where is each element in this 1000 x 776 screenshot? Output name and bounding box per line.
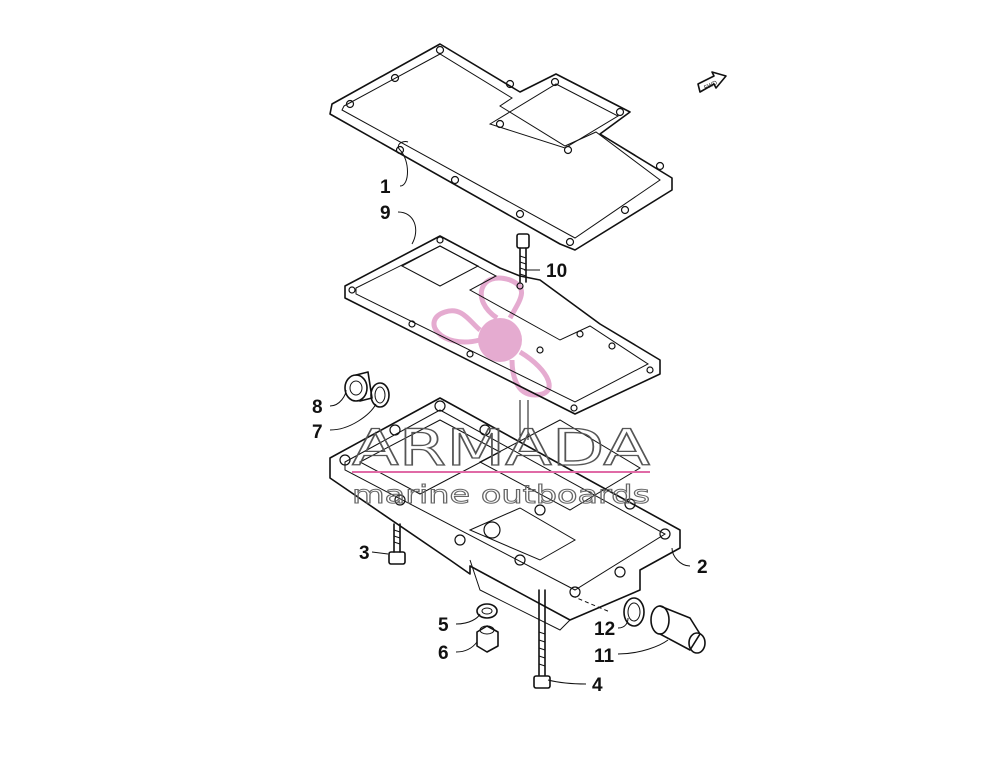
callout-8: 8 — [312, 397, 323, 418]
callout-3: 3 — [359, 543, 370, 564]
callout-4: 4 — [592, 675, 603, 696]
part-5-washer — [476, 603, 498, 619]
part-6-drain-plug — [476, 625, 499, 653]
part-7-o-ring — [370, 382, 390, 408]
callout-5: 5 — [438, 615, 449, 636]
callout-7: 7 — [312, 422, 323, 443]
leader-lines — [329, 141, 691, 685]
part-4-bolt — [533, 589, 551, 689]
part-10-bolt — [516, 233, 530, 283]
fwd-arrow-icon: FWD — [697, 71, 727, 93]
callout-6: 6 — [438, 643, 449, 664]
part-3-bolt — [388, 523, 406, 565]
fwd-label: FWD — [703, 80, 719, 91]
callout-11: 11 — [594, 646, 615, 667]
watermark-brand: ARMADA — [352, 419, 650, 477]
part-11-fitting — [650, 605, 706, 654]
armada-watermark: ARMADA marine outboards — [351, 418, 650, 509]
callout-2: 2 — [697, 557, 708, 578]
part-8-plug — [344, 371, 373, 402]
part-1-gasket — [329, 43, 673, 251]
watermark-tagline: marine outboards — [352, 480, 650, 509]
callout-12: 12 — [594, 619, 615, 640]
armada-propeller-logo — [431, 275, 552, 398]
callout-9: 9 — [380, 203, 391, 224]
part-12-o-ring — [623, 597, 645, 627]
part-9-gasket — [344, 235, 661, 415]
callout-labels: 1 9 10 8 7 2 3 4 5 6 12 11 — [312, 177, 708, 696]
callout-10: 10 — [546, 261, 567, 282]
part-2-oil-pan — [329, 397, 681, 631]
callout-1: 1 — [380, 177, 391, 198]
